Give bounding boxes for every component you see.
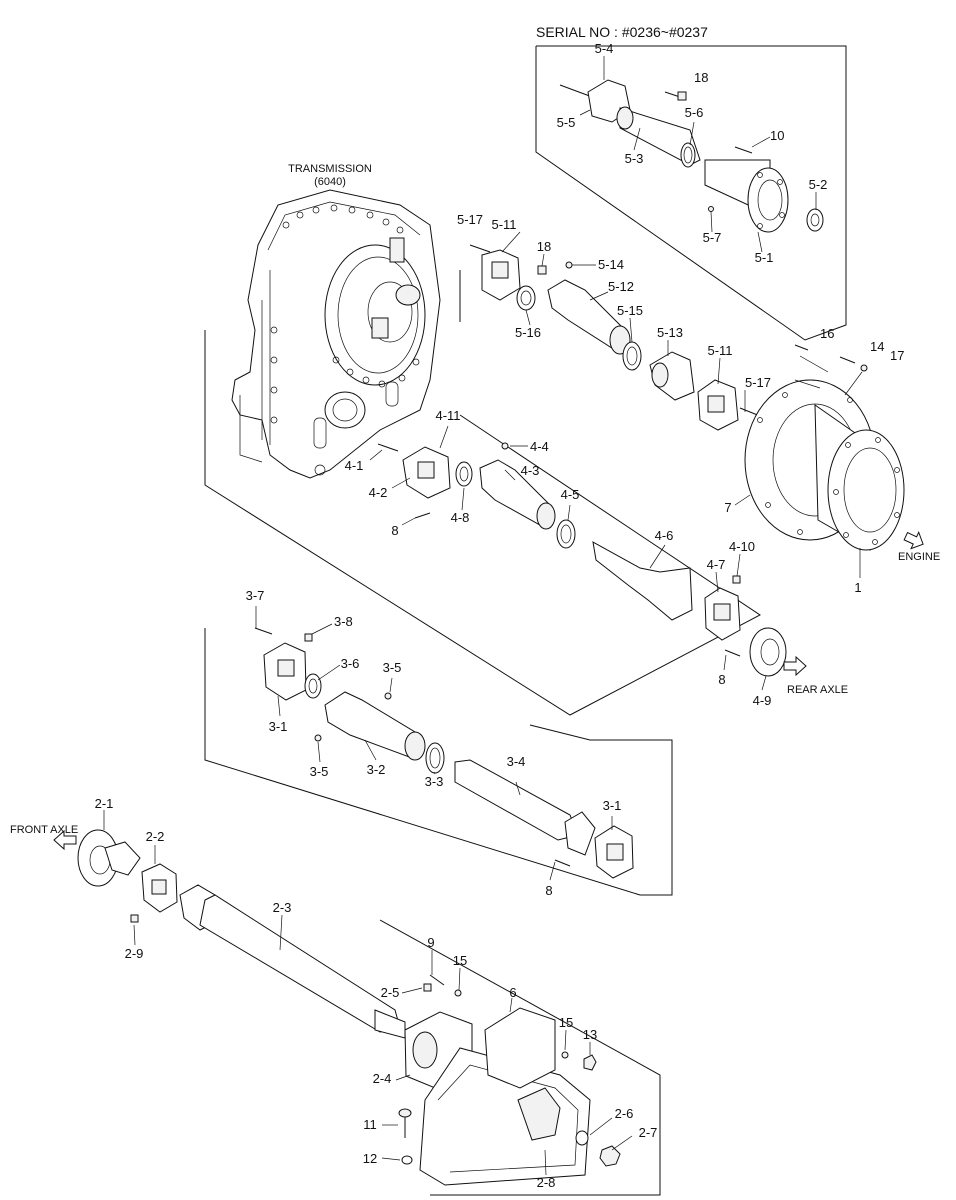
part-callout: 5-6 bbox=[685, 105, 704, 120]
transmission-housing bbox=[231, 189, 441, 479]
part-callout: 3-5 bbox=[383, 660, 402, 675]
part-callout: 5-17 bbox=[457, 212, 483, 227]
part-callout: 5-12 bbox=[608, 279, 634, 294]
part-callout: 2-1 bbox=[95, 796, 114, 811]
part-callout: 15 bbox=[559, 1015, 573, 1030]
part-callout: 3-1 bbox=[269, 719, 288, 734]
part-callout: 2-7 bbox=[639, 1125, 658, 1140]
part-callout: 4-1 bbox=[345, 458, 364, 473]
part-callout: 5-3 bbox=[625, 151, 644, 166]
part-callout: 5-11 bbox=[491, 217, 516, 232]
engine-arrow-icon bbox=[903, 530, 924, 550]
transmission-model-label: (6040) bbox=[314, 176, 346, 188]
group-2-parts bbox=[77, 829, 621, 1186]
part-callout: 8 bbox=[718, 672, 725, 687]
part-callout: 18 bbox=[537, 239, 551, 254]
part-callout: 9 bbox=[427, 935, 434, 950]
part-callout: 16 bbox=[820, 326, 834, 341]
part-callout: 2-8 bbox=[537, 1175, 556, 1190]
frame-group-4 bbox=[204, 330, 761, 716]
part-callout: 2-2 bbox=[146, 829, 165, 844]
text-labels: SERIAL NO : #0236~#0237 TRANSMISSION (60… bbox=[10, 24, 940, 1190]
part-callout: 5-5 bbox=[557, 115, 576, 130]
part-callout: 8 bbox=[545, 883, 552, 898]
rear-axle-arrow-icon bbox=[783, 655, 807, 677]
part-callout: 5-4 bbox=[595, 41, 614, 56]
part-callout: 5-17 bbox=[745, 375, 771, 390]
part-callout: 10 bbox=[770, 128, 784, 143]
part-callout: 15 bbox=[453, 953, 467, 968]
upper-shaft-parts bbox=[469, 244, 868, 431]
rear-axle-label: REAR AXLE bbox=[787, 684, 848, 696]
part-callout: 3-7 bbox=[246, 588, 265, 603]
part-callout: 3-8 bbox=[334, 614, 353, 629]
part-callout: 14 bbox=[870, 339, 884, 354]
part-callout: 18 bbox=[694, 70, 708, 85]
part-callout: 4-5 bbox=[561, 487, 580, 502]
front-axle-arrow-icon bbox=[53, 829, 77, 851]
part-callout: 2-3 bbox=[273, 900, 292, 915]
transmission-label: TRANSMISSION bbox=[288, 163, 372, 175]
part-callout: 4-11 bbox=[435, 408, 460, 423]
part-callout: 4-2 bbox=[369, 485, 388, 500]
part-callout: 5-2 bbox=[809, 177, 828, 192]
group-3-parts bbox=[254, 627, 634, 879]
part-callout: 2-6 bbox=[615, 1106, 634, 1121]
part-callout: 5-13 bbox=[657, 325, 683, 340]
part-callout: 6 bbox=[509, 985, 516, 1000]
part-callout: 11 bbox=[363, 1117, 377, 1132]
part-callout: 8 bbox=[391, 523, 398, 538]
part-callout: 4-6 bbox=[655, 528, 674, 543]
part-callout: 3-2 bbox=[367, 762, 386, 777]
part-callout: 5-7 bbox=[703, 230, 722, 245]
part-callout: 4-4 bbox=[530, 439, 549, 454]
part-callout: 13 bbox=[583, 1027, 597, 1042]
part-callout: 7 bbox=[724, 500, 731, 515]
part-callout: 4-9 bbox=[753, 693, 772, 708]
part-callout: 5-1 bbox=[755, 250, 774, 265]
part-callout: 17 bbox=[890, 348, 904, 363]
front-axle-label: FRONT AXLE bbox=[10, 824, 78, 836]
part-callout: 5-15 bbox=[617, 303, 643, 318]
part-callout: 5-16 bbox=[515, 325, 541, 340]
part-callout: 4-10 bbox=[729, 539, 755, 554]
part-callout: 3-5 bbox=[310, 764, 329, 779]
part-callout: 2-4 bbox=[373, 1071, 392, 1086]
part-callout: 5-14 bbox=[598, 257, 624, 272]
bell-housing bbox=[744, 379, 905, 551]
part-callout: 2-5 bbox=[381, 985, 400, 1000]
part-callout: 3-1 bbox=[603, 798, 622, 813]
frame-group-3 bbox=[204, 628, 673, 896]
part-callout: 3-4 bbox=[507, 754, 526, 769]
part-callout: 3-6 bbox=[341, 656, 360, 671]
part-callout: 4-8 bbox=[451, 510, 470, 525]
part-callout: 2-9 bbox=[125, 946, 144, 961]
group-4-parts bbox=[377, 442, 787, 677]
part-callout: 4-3 bbox=[521, 463, 540, 478]
leader-lines bbox=[103, 56, 863, 1176]
direction-arrows bbox=[53, 530, 924, 851]
part-callout: 12 bbox=[363, 1151, 377, 1166]
part-callout: 5-11 bbox=[707, 343, 732, 358]
frame-group-2 bbox=[379, 919, 661, 1196]
frame-serial-group bbox=[535, 45, 847, 341]
part-callout: 1 bbox=[854, 580, 861, 595]
serial-number-label: SERIAL NO : #0236~#0237 bbox=[536, 24, 708, 40]
serial-group-parts bbox=[559, 79, 824, 233]
part-callout: 3-3 bbox=[425, 774, 444, 789]
engine-label: ENGINE bbox=[898, 551, 940, 563]
part-callout: 4-7 bbox=[707, 557, 726, 572]
group-frames bbox=[204, 45, 847, 1196]
